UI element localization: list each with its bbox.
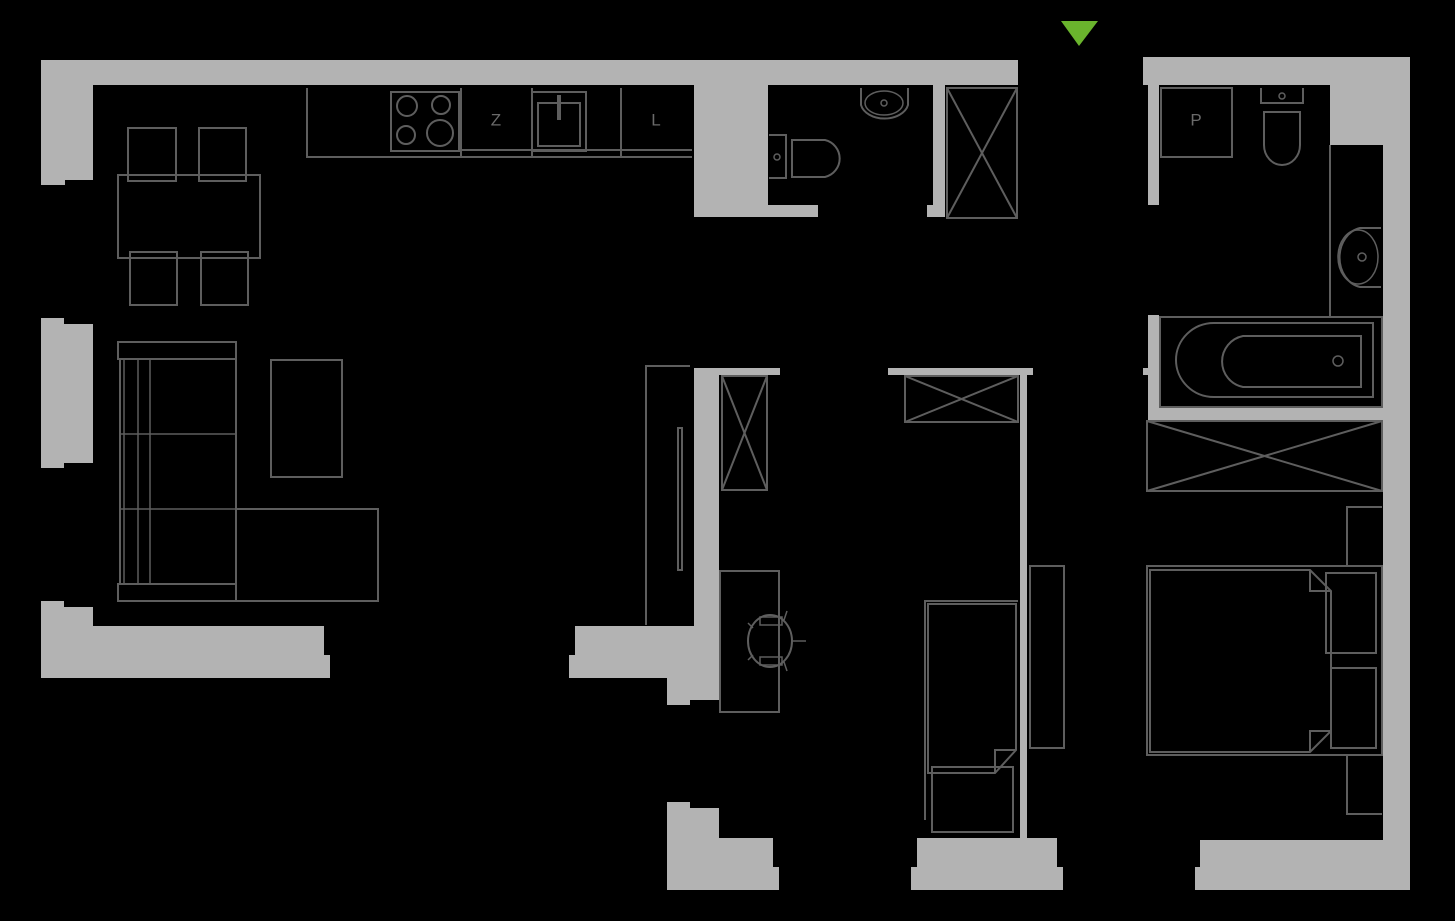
- desk: [719, 570, 780, 713]
- wall-top-right: [1143, 57, 1410, 890]
- wall-left-pier: [41, 318, 93, 468]
- bath-toilet-icon: [1260, 88, 1304, 166]
- dining-chairs: [127, 127, 249, 306]
- washing-machine: [1160, 87, 1233, 158]
- dining-table: [117, 174, 261, 259]
- walls: [41, 57, 1410, 890]
- double-bed: [1146, 565, 1383, 756]
- study-wardrobe: [645, 365, 690, 625]
- study-closet: [721, 375, 768, 491]
- entrance-marker-icon: [1061, 21, 1098, 46]
- wall-bath-left: [1143, 315, 1383, 420]
- bath-washbasin-icon: [1337, 227, 1381, 288]
- cooktop-icon: [390, 91, 460, 152]
- bedroom-closet: [904, 375, 1019, 423]
- storage-closet: [946, 87, 1018, 219]
- corner-sofa: [117, 341, 379, 602]
- sink-icon: [531, 91, 587, 152]
- wc-toilet-icon: [769, 134, 841, 179]
- wc-washbasin-icon: [860, 88, 909, 120]
- fridge-label: Z: [491, 110, 501, 129]
- wall-bottom-study: [667, 802, 779, 890]
- single-bed: [924, 600, 1018, 833]
- nightstands: [1325, 572, 1377, 749]
- wall-top-left: [41, 60, 1018, 217]
- shelf: [1029, 565, 1065, 749]
- wall-study-left: [569, 368, 780, 705]
- coffee-table: [270, 359, 343, 478]
- wall-wc-divider: [927, 85, 945, 217]
- dishwasher-label: L: [651, 110, 660, 129]
- washer-label: P: [1190, 110, 1201, 129]
- bedroom-wardrobe: [1346, 506, 1382, 815]
- hall-wardrobe: [1146, 420, 1383, 492]
- bathtub-icon: [1159, 316, 1383, 408]
- office-chair-icon: [747, 610, 806, 672]
- wall-bottom-left: [41, 601, 330, 678]
- wall-bedroom-top: [888, 368, 1063, 890]
